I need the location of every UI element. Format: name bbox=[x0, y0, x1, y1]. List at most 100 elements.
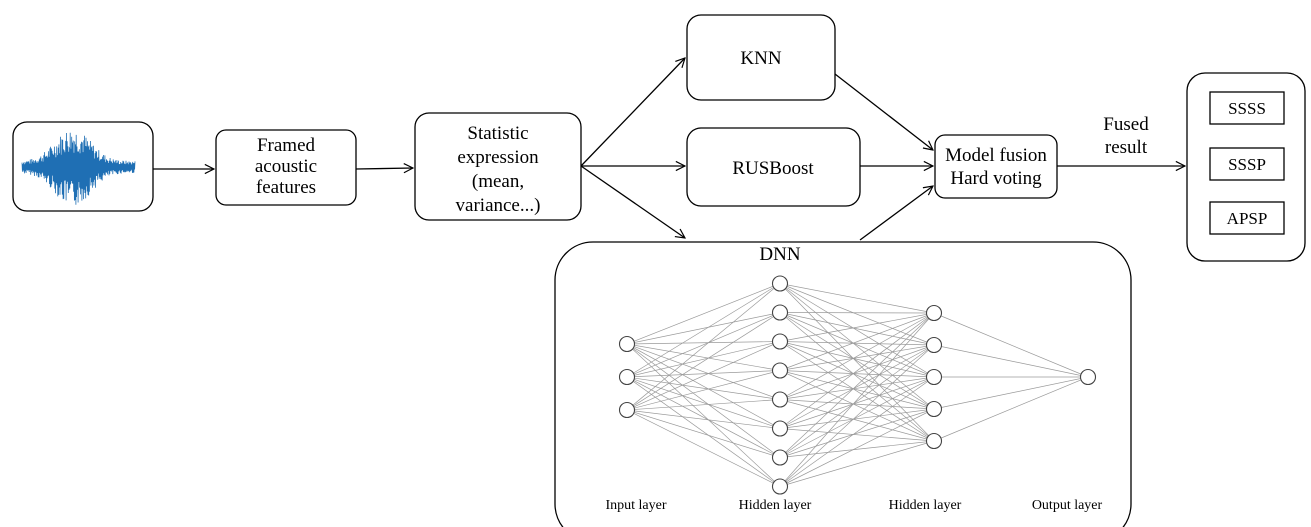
input-neuron bbox=[618, 401, 636, 419]
network-connection bbox=[779, 341, 935, 378]
hidden1-neuron bbox=[771, 391, 789, 408]
network-connection bbox=[779, 312, 935, 346]
network-connection bbox=[779, 370, 935, 378]
framed-features-box: Framed acoustic features bbox=[215, 129, 357, 206]
hidden2-neuron bbox=[925, 336, 943, 354]
network-connection bbox=[779, 408, 935, 458]
network-connection bbox=[626, 376, 781, 429]
waveform-input-box bbox=[12, 121, 154, 212]
fused-result-line-1: Fused bbox=[1103, 114, 1149, 135]
output-neuron bbox=[1079, 368, 1097, 386]
network-connection bbox=[626, 370, 781, 411]
network-connection bbox=[779, 312, 935, 371]
fused-result-line-2: result bbox=[1105, 137, 1148, 158]
output-classes-box: SSSS SSSP APSP bbox=[1186, 72, 1306, 262]
hidden1-neuron bbox=[771, 478, 789, 495]
network-connection bbox=[933, 376, 1089, 410]
output-class-sssp: SSSP bbox=[1228, 155, 1266, 174]
arrow-framed-to-statistic bbox=[355, 168, 413, 169]
network-connection bbox=[779, 344, 935, 487]
network-connection bbox=[779, 399, 935, 410]
waveform-trace bbox=[21, 132, 136, 205]
network-connection bbox=[626, 283, 781, 378]
flow-arrows bbox=[153, 58, 1185, 241]
network-connection bbox=[779, 312, 935, 378]
framed-features-line-3: features bbox=[256, 177, 316, 198]
network-connection bbox=[779, 312, 935, 442]
hidden1-neuron bbox=[771, 362, 789, 379]
network-connection bbox=[779, 344, 935, 371]
arrow-knn-to-fusion bbox=[834, 73, 933, 150]
hidden1-neuron bbox=[771, 275, 789, 292]
statistic-line-1: Statistic bbox=[467, 123, 528, 144]
network-connection bbox=[626, 341, 781, 345]
statistic-line-2: expression bbox=[457, 147, 539, 168]
network-connection bbox=[626, 376, 781, 400]
hidden1-neuron bbox=[771, 304, 789, 321]
network-connection bbox=[626, 343, 781, 400]
network-connection bbox=[779, 440, 935, 458]
network-connection bbox=[933, 312, 1089, 378]
network-connection bbox=[779, 283, 935, 378]
network-connection bbox=[779, 312, 935, 314]
network-connection bbox=[779, 312, 935, 458]
statistic-line-3: (mean, bbox=[472, 171, 524, 192]
network-connection bbox=[779, 376, 935, 429]
network-connection bbox=[779, 283, 935, 410]
network-connection bbox=[626, 341, 781, 411]
framed-features-line-2: acoustic bbox=[255, 156, 317, 177]
statistic-line-4: variance...) bbox=[456, 195, 541, 216]
network-connection bbox=[626, 409, 781, 458]
network-connection bbox=[779, 370, 935, 410]
network-connection bbox=[626, 312, 781, 411]
network-connection bbox=[779, 376, 935, 458]
knn-label: KNN bbox=[740, 48, 781, 69]
network-connection bbox=[779, 344, 935, 458]
model-fusion-line-2: Hard voting bbox=[950, 168, 1042, 189]
network-connection bbox=[779, 344, 935, 400]
network-connection bbox=[626, 312, 781, 345]
network-connection bbox=[779, 312, 935, 400]
network-connection bbox=[779, 283, 935, 442]
hidden1-neuron bbox=[771, 449, 789, 466]
framed-features-line-1: Framed bbox=[257, 135, 316, 156]
model-fusion-box: Model fusion Hard voting bbox=[934, 134, 1058, 199]
network-connection bbox=[779, 341, 935, 346]
arrow-statistic-to-knn bbox=[580, 58, 685, 167]
network-connection bbox=[626, 343, 781, 371]
rusboost-box: RUSBoost bbox=[686, 127, 861, 207]
output-class-sssp-box bbox=[1209, 147, 1285, 181]
knn-box: KNN bbox=[686, 14, 836, 101]
network-connection bbox=[779, 370, 935, 442]
waveform-image bbox=[21, 132, 136, 205]
network-connection bbox=[779, 312, 935, 487]
network-connection bbox=[933, 344, 1089, 378]
statistic-expression-box: Statistic expression (mean, variance...) bbox=[414, 112, 582, 221]
network-connection bbox=[626, 376, 781, 458]
network-connection bbox=[779, 312, 935, 429]
layer-label-hidden-1: Hidden layer bbox=[739, 498, 812, 513]
hidden1-neuron bbox=[771, 333, 789, 350]
input-neuron bbox=[618, 335, 636, 353]
hidden2-neuron bbox=[925, 304, 943, 322]
rusboost-label: RUSBoost bbox=[732, 158, 814, 179]
network-connection bbox=[626, 341, 781, 378]
network-connection bbox=[779, 408, 935, 429]
output-class-ssss-box bbox=[1209, 91, 1285, 125]
network-connection bbox=[779, 376, 935, 400]
network-connection bbox=[626, 409, 781, 429]
network-connection bbox=[779, 283, 935, 346]
network-connection bbox=[626, 399, 781, 411]
network-connection bbox=[779, 312, 935, 410]
hidden2-neuron bbox=[925, 432, 943, 450]
network-connection bbox=[779, 440, 935, 487]
hidden2-neuron bbox=[925, 368, 943, 386]
input-neuron bbox=[618, 368, 636, 386]
network-connection bbox=[626, 283, 781, 345]
output-class-apsp-box bbox=[1209, 201, 1285, 235]
arrow-dnn-to-fusion bbox=[859, 186, 933, 241]
network-connection bbox=[779, 428, 935, 442]
network-connection bbox=[779, 408, 935, 487]
dnn-label: DNN bbox=[759, 244, 800, 265]
network-connection bbox=[779, 344, 935, 429]
